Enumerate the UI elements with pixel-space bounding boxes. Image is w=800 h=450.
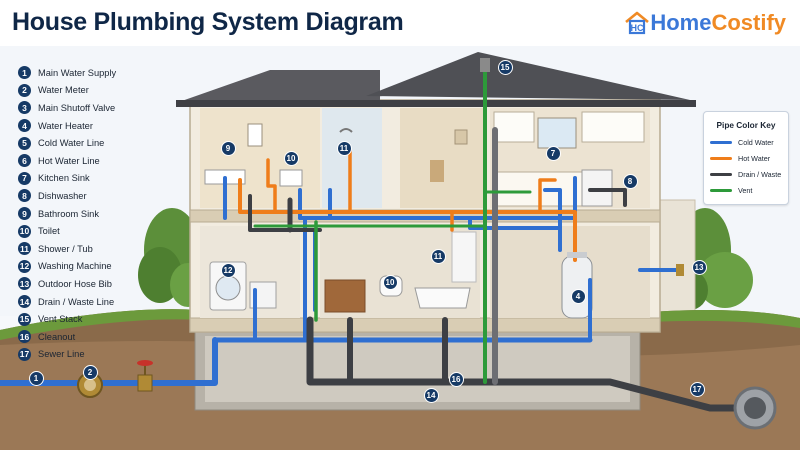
marker-washing-machine: 12 bbox=[220, 262, 236, 278]
pipe-key-label: Hot Water bbox=[738, 153, 771, 163]
legend-number-badge: 9 bbox=[18, 207, 31, 221]
legend-number-badge: 16 bbox=[18, 330, 31, 344]
pipe-color-swatch bbox=[710, 156, 732, 160]
pipe-color-swatch bbox=[710, 172, 732, 176]
legend-item: 5 Cold Water Line bbox=[18, 134, 178, 152]
legend-label: Water Meter bbox=[38, 85, 89, 96]
legend-number-badge: 1 bbox=[18, 66, 31, 80]
pipe-key-label: Vent bbox=[738, 185, 753, 195]
shutoff-valve-graphic bbox=[137, 360, 153, 392]
marker-drain-waste-line: 14 bbox=[423, 387, 439, 403]
brand-name-part2: Costify bbox=[711, 10, 786, 35]
legend-item: 17 Sewer Line bbox=[18, 346, 178, 364]
legend-label: Vent Stack bbox=[38, 314, 83, 325]
legend-item: 7 Kitchen Sink bbox=[18, 170, 178, 188]
legend-label: Drain / Waste Line bbox=[38, 296, 115, 307]
marker-toilet-upstairs: 10 bbox=[283, 150, 299, 166]
legend-item: 6 Hot Water Line bbox=[18, 152, 178, 170]
legend-item: 11 Shower / Tub bbox=[18, 240, 178, 258]
legend-label: Outdoor Hose Bib bbox=[38, 278, 112, 289]
pipe-key-title: Pipe Color Key bbox=[716, 120, 776, 130]
legend-number-badge: 4 bbox=[18, 119, 31, 133]
pipe-key-row: Hot Water bbox=[704, 150, 788, 166]
marker-kitchen-sink: 7 bbox=[545, 145, 561, 161]
legend-item: 8 Dishwasher bbox=[18, 187, 178, 205]
legend-number-badge: 10 bbox=[18, 224, 31, 238]
house-logo-icon: HC bbox=[625, 11, 650, 35]
legend-item: 15 Vent Stack bbox=[18, 310, 178, 328]
marker-water-meter: 2 bbox=[82, 364, 98, 380]
house-illustration bbox=[0, 46, 800, 450]
legend-label: Main Shutoff Valve bbox=[38, 102, 116, 113]
page-title: House Plumbing System Diagram bbox=[12, 8, 404, 36]
brand-logo: HC HomeCostify bbox=[624, 8, 786, 38]
roof bbox=[176, 52, 696, 107]
legend-label: Hot Water Line bbox=[38, 155, 100, 166]
legend-item: 13 Outdoor Hose Bib bbox=[18, 275, 178, 293]
legend-item: 3 Main Shutoff Valve bbox=[18, 99, 178, 117]
legend-number-badge: 5 bbox=[18, 136, 31, 150]
marker-dishwasher: 8 bbox=[622, 173, 638, 189]
legend-label: Toilet bbox=[38, 226, 60, 237]
brand-name-part1: Home bbox=[650, 10, 712, 35]
pipe-key-row: Drain / Waste bbox=[704, 166, 788, 182]
legend-number-badge: 14 bbox=[18, 295, 31, 309]
legend-label: Cleanout bbox=[38, 331, 76, 342]
pipe-color-swatch bbox=[710, 140, 732, 144]
legend-item: 16 Cleanout bbox=[18, 328, 178, 346]
pipe-key-label: Drain / Waste bbox=[738, 169, 782, 179]
pipe-color-swatch bbox=[710, 188, 732, 192]
legend-label: Kitchen Sink bbox=[38, 173, 90, 184]
legend-item: 2 Water Meter bbox=[18, 82, 178, 100]
legend-number-badge: 15 bbox=[18, 312, 31, 326]
legend-label: Water Heater bbox=[38, 120, 93, 131]
svg-text:HC: HC bbox=[631, 23, 644, 33]
marker-sewer-line: 17 bbox=[689, 381, 705, 397]
legend-number-badge: 13 bbox=[18, 277, 31, 291]
marker-tub-downstairs: 11 bbox=[430, 248, 446, 264]
legend-number-badge: 8 bbox=[18, 189, 31, 203]
legend-item: 10 Toilet bbox=[18, 222, 178, 240]
legend-item: 1 Main Water Supply bbox=[18, 64, 178, 82]
legend-item: 9 Bathroom Sink bbox=[18, 205, 178, 223]
marker-bathroom-sink: 9 bbox=[220, 140, 236, 156]
numbered-legend: 1 Main Water Supply 2 Water Meter 3 Main Shut… bbox=[18, 64, 178, 363]
legend-number-badge: 12 bbox=[18, 259, 31, 273]
marker-cleanout: 16 bbox=[448, 371, 464, 387]
sewer-pipe-graphic bbox=[733, 386, 777, 430]
header: House Plumbing System Diagram HC HomeCos… bbox=[0, 0, 800, 47]
legend-number-badge: 17 bbox=[18, 347, 31, 361]
pipe-key-label: Cold Water bbox=[738, 137, 774, 147]
marker-main-water-supply: 1 bbox=[28, 370, 44, 386]
pipe-key-row: Cold Water bbox=[704, 134, 788, 150]
legend-item: 12 Washing Machine bbox=[18, 258, 178, 276]
marker-shower-upstairs: 11 bbox=[336, 140, 352, 156]
legend-label: Washing Machine bbox=[38, 261, 112, 272]
legend-item: 14 Drain / Waste Line bbox=[18, 293, 178, 311]
legend-number-badge: 3 bbox=[18, 101, 31, 115]
legend-number-badge: 6 bbox=[18, 154, 31, 168]
pipes bbox=[0, 66, 764, 412]
brand-name: HomeCostify bbox=[650, 10, 786, 36]
legend-label: Bathroom Sink bbox=[38, 208, 99, 219]
marker-water-heater: 4 bbox=[570, 288, 586, 304]
marker-vent-stack: 15 bbox=[497, 59, 513, 75]
water-meter-graphic bbox=[77, 372, 103, 398]
legend-label: Cold Water Line bbox=[38, 138, 105, 149]
marker-outdoor-hose-bib: 13 bbox=[691, 259, 707, 275]
legend-label: Shower / Tub bbox=[38, 243, 93, 254]
legend-number-badge: 2 bbox=[18, 83, 31, 97]
legend-label: Dishwasher bbox=[38, 190, 87, 201]
pipe-key-row: Vent bbox=[704, 182, 788, 198]
legend-number-badge: 7 bbox=[18, 171, 31, 185]
legend-item: 4 Water Heater bbox=[18, 117, 178, 135]
legend-label: Sewer Line bbox=[38, 349, 85, 360]
legend-label: Main Water Supply bbox=[38, 67, 117, 78]
legend-number-badge: 11 bbox=[18, 242, 31, 256]
marker-toilet-downstairs: 10 bbox=[382, 274, 398, 290]
